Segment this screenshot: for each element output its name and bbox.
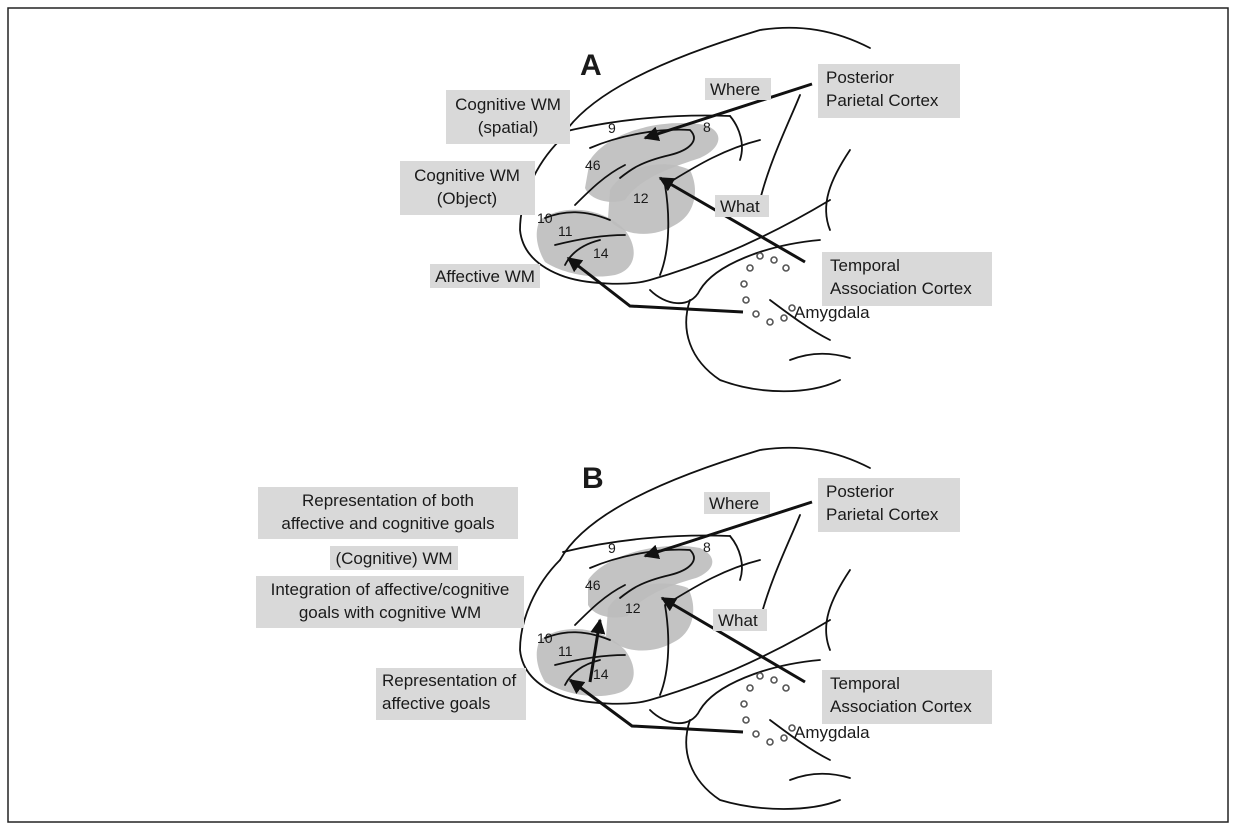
panel-a-affective-wm: Affective WM: [435, 267, 535, 286]
panel-b-area-9: 9: [608, 540, 616, 556]
panel-a-amygdala-marker: [741, 253, 795, 325]
panel-b: B: [256, 448, 992, 809]
panel-a-area-10: 10: [537, 210, 553, 226]
panel-a-what: What: [720, 197, 760, 216]
panel-b-representation-both-line1: Representation of both: [302, 491, 474, 510]
panel-b-representation-affective-line1: Representation of: [382, 671, 516, 690]
figure-frame: [8, 8, 1228, 822]
panel-b-amygdala-marker: [741, 673, 795, 745]
panel-a-cognitive-wm-spatial-line1: Cognitive WM: [455, 95, 561, 114]
panel-a-temporal-association-line2: Association Cortex: [830, 279, 972, 298]
panel-b-representation-affective-line2: affective goals: [382, 694, 490, 713]
panel-a-cognitive-wm-spatial-line2: (spatial): [478, 118, 538, 137]
panel-a-posterior-parietal-line2: Parietal Cortex: [826, 91, 939, 110]
panel-b-integration-line2: goals with cognitive WM: [299, 603, 481, 622]
panel-a: A: [400, 28, 992, 392]
panel-b-representation-both-line2: affective and cognitive goals: [281, 514, 494, 533]
panel-a-area-12: 12: [633, 190, 649, 206]
panel-b-what: What: [718, 611, 758, 630]
panel-b-area-11: 11: [558, 643, 573, 659]
panel-a-area-14: 14: [593, 245, 609, 261]
panel-b-area-12: 12: [625, 600, 641, 616]
panel-a-area-11: 11: [558, 223, 573, 239]
panel-b-letter: B: [582, 462, 604, 495]
panel-a-area-8: 8: [703, 119, 711, 135]
panel-b-posterior-parietal-line1: Posterior: [826, 482, 894, 501]
panel-b-amygdala: Amygdala: [794, 723, 870, 742]
panel-a-letter: A: [580, 49, 602, 82]
panel-b-where: Where: [709, 494, 759, 513]
panel-b-area-8: 8: [703, 539, 711, 555]
panel-a-brain-outline: [520, 28, 870, 392]
panel-a-temporal-association-line1: Temporal: [830, 256, 900, 275]
panel-b-area-14: 14: [593, 666, 609, 682]
panel-b-temporal-association-line2: Association Cortex: [830, 697, 972, 716]
panel-b-cognitive-wm: (Cognitive) WM: [335, 549, 452, 568]
panel-b-brain-outline: [520, 448, 870, 809]
panel-a-cognitive-wm-object-line1: Cognitive WM: [414, 166, 520, 185]
panel-a-where: Where: [710, 80, 760, 99]
panel-a-amygdala: Amygdala: [794, 303, 870, 322]
panel-a-area-46: 46: [585, 157, 601, 173]
panel-a-cognitive-wm-object-line2: (Object): [437, 189, 497, 208]
panel-b-integration-line1: Integration of affective/cognitive: [271, 580, 510, 599]
panel-b-area-46: 46: [585, 577, 601, 593]
panel-b-temporal-association-line1: Temporal: [830, 674, 900, 693]
panel-a-area-9: 9: [608, 120, 616, 136]
panel-b-posterior-parietal-line2: Parietal Cortex: [826, 505, 939, 524]
panel-b-area-10: 10: [537, 630, 553, 646]
panel-a-posterior-parietal-line1: Posterior: [826, 68, 894, 87]
